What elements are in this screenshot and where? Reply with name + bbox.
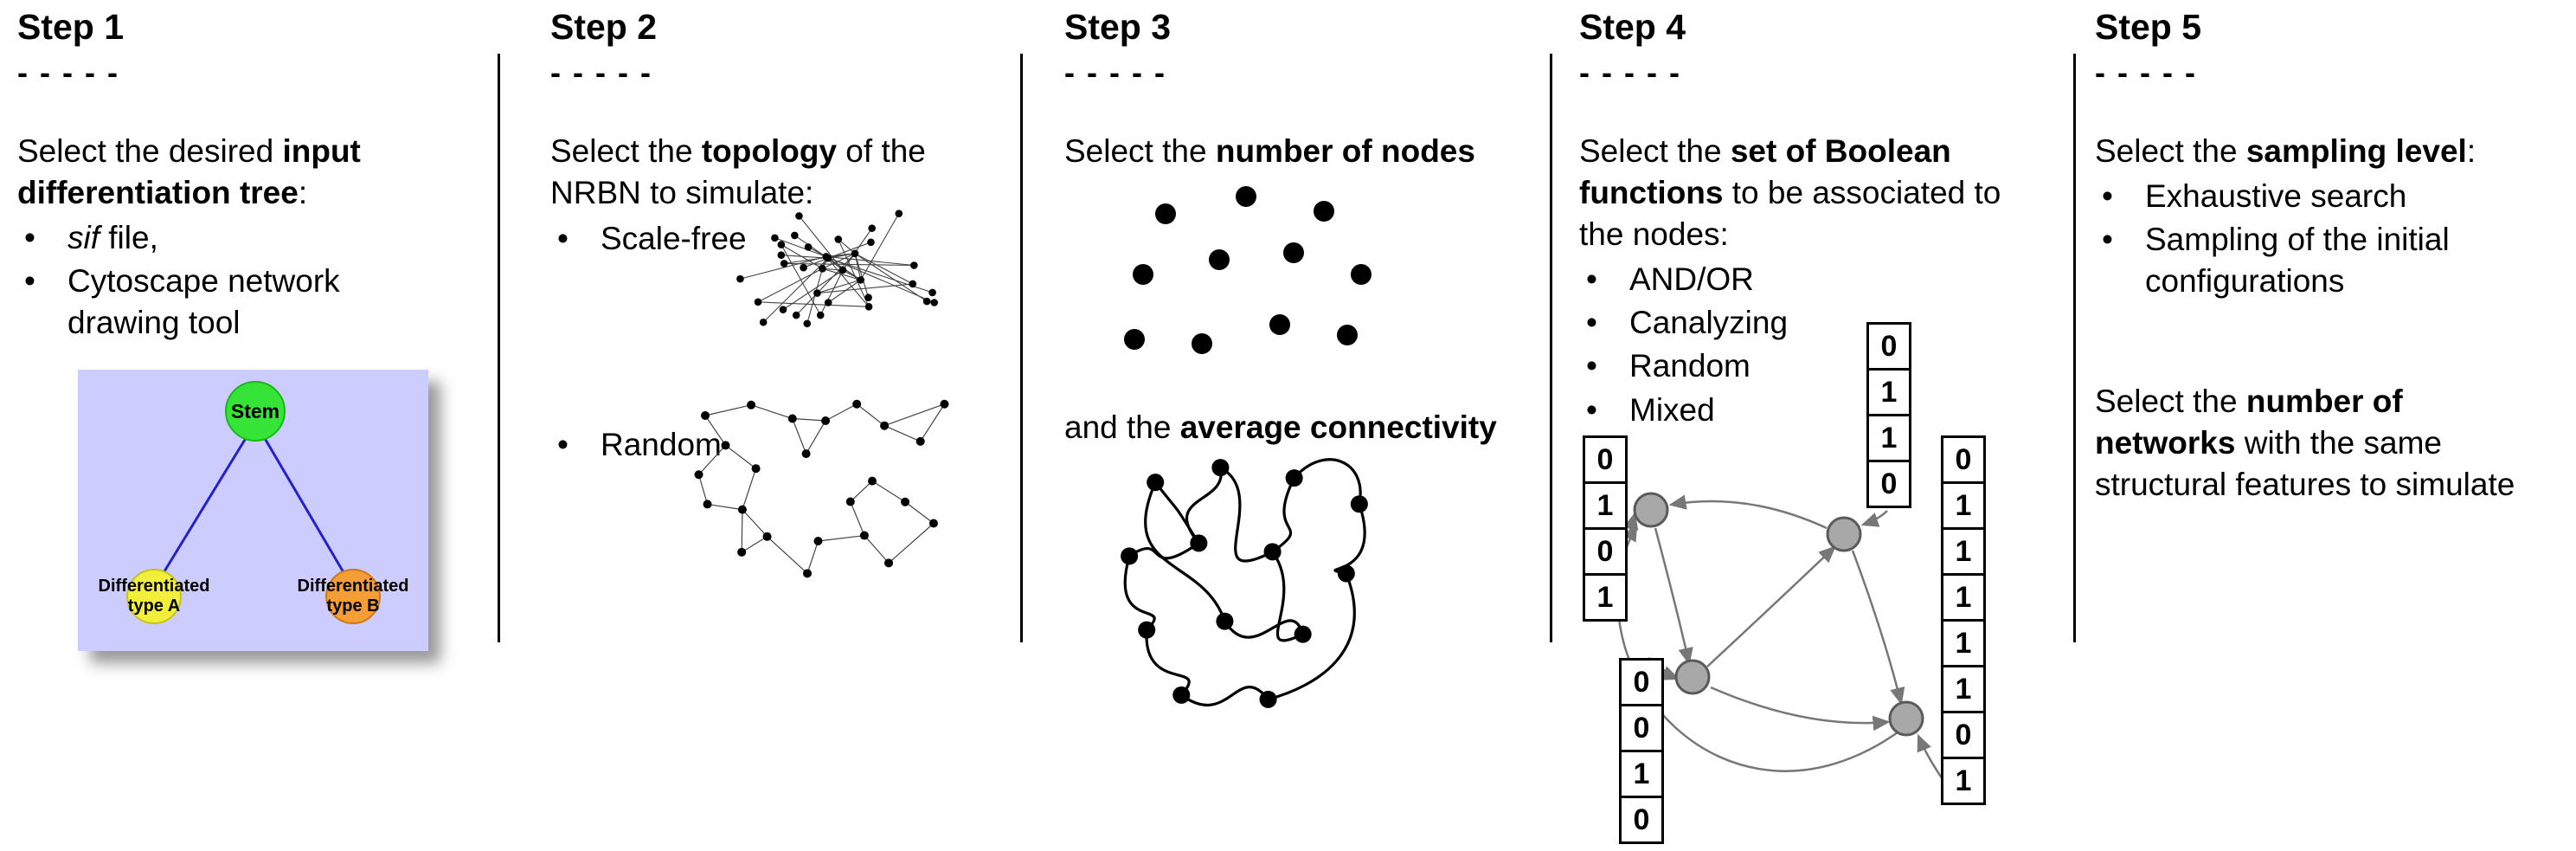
truth-table-cell: 0 [1866, 460, 1911, 508]
step-4-dashes: - - - - - [1579, 55, 1681, 90]
truth-table-cell: 1 [1941, 619, 1986, 667]
differentiation-tree-figure: Stem Differentiated type A Differentiate… [78, 370, 428, 651]
truth-table-cell: 1 [1941, 573, 1986, 622]
column-divider [1550, 54, 1552, 642]
step-1-dashes: - - - - - [17, 55, 119, 90]
tree-edge-left [156, 435, 249, 583]
step-1-heading: Step 1 [17, 7, 125, 47]
type-a-label-1: Differentiated [99, 577, 210, 596]
truth-table-cell: 1 [1583, 481, 1628, 530]
truth-table-cell: 1 [1941, 481, 1986, 530]
step-2-heading: Step 2 [550, 7, 658, 47]
connectivity-network-figure [1121, 458, 1368, 708]
bullet-item-scale-free: • Scale-free [550, 218, 747, 260]
step-3-heading: Step 3 [1064, 7, 1172, 47]
boolean-node-4 [1888, 700, 1924, 737]
boolean-network-arrows [1616, 494, 1944, 780]
boolean-node-1 [1633, 492, 1669, 528]
bullet-item: • Exhaustive search [2095, 176, 2571, 217]
bullet-marker: • [24, 263, 35, 300]
bullet-item: • AND/OR [1579, 259, 2064, 300]
truth-table-cell: 0 [1941, 711, 1986, 759]
bullet-item: • sif file, [17, 217, 389, 259]
random-network-figure [694, 399, 949, 578]
truth-table-cell: 1 [1866, 368, 1911, 416]
truth-table-cell: 1 [1619, 750, 1664, 798]
truth-table-cell: 1 [1941, 527, 1986, 576]
truth-table-cell: 1 [1941, 665, 1986, 713]
bullet-marker: • [1586, 261, 1597, 298]
truth-table-cell: 0 [1583, 435, 1628, 484]
truth-table-cell: 0 [1619, 796, 1664, 844]
step-2-panel: Step 2 - - - - - Select the topology of … [550, 0, 1005, 851]
scale-free-network-figure [736, 210, 939, 328]
truth-table-cell: 1 [1941, 757, 1986, 805]
type-b-label-2: type B [326, 596, 379, 616]
truth-table-cell: 1 [1583, 573, 1628, 622]
connectivity-nodes [1121, 459, 1368, 708]
truth-table-cell: 0 [1583, 527, 1628, 576]
step-4-heading: Step 4 [1579, 7, 1686, 47]
type-b-label-1: Differentiated [298, 577, 409, 596]
step-3-panel: Step 3 - - - - - Select the number of no… [1064, 0, 1536, 851]
step-5-dashes: - - - - - [2095, 55, 2197, 90]
differentiation-tree-svg: Stem Differentiated type A Differentiate… [99, 381, 409, 624]
boolean-node-2 [1826, 516, 1862, 552]
bullet-item-random: • Random [550, 424, 722, 466]
boolean-node-3 [1674, 659, 1711, 695]
column-divider [498, 54, 500, 642]
bullet-marker: • [1586, 348, 1597, 384]
column-divider [1020, 54, 1023, 642]
bullet-marker: • [1586, 305, 1597, 341]
step-1-panel: Step 1 - - - - - Select the desired inpu… [17, 0, 485, 851]
bullet-marker: • [557, 427, 569, 462]
nodes-scatter-figure [1124, 186, 1372, 354]
stem-label: Stem [231, 400, 279, 422]
type-a-node [126, 569, 182, 624]
bullet-item: • Random [1579, 345, 2064, 387]
tree-edge-right [261, 435, 351, 583]
bullet-item: • Canalyzing [1579, 302, 2064, 344]
step-3-intro: Select the number of nodes [1064, 133, 1475, 169]
boolean-network-figure [1616, 492, 1944, 780]
bullet-marker: • [2102, 222, 2113, 258]
type-b-node [325, 569, 381, 624]
step-5-heading: Step 5 [2095, 7, 2202, 47]
truth-table-cell: 0 [1941, 435, 1986, 484]
boolean-network-nodes [1633, 492, 1924, 737]
bullet-marker: • [1586, 391, 1597, 428]
connectivity-edges [1123, 458, 1366, 707]
step-4-panel: Step 4 - - - - - Select the set of Boole… [1579, 0, 2064, 851]
truth-table-cell: 0 [1619, 704, 1664, 752]
column-divider [2073, 54, 2076, 642]
step-4-bullet-list: • AND/OR • Canalyzing • Random • Mixed [1579, 259, 2064, 430]
bullet-marker: • [557, 221, 569, 256]
step-5-panel: Step 5 - - - - - Select the sampling lev… [2095, 0, 2571, 851]
type-a-label-2: type A [128, 596, 180, 616]
step-5-bullet-list: • Exhaustive search • Sampling of the in… [2095, 176, 2571, 302]
step-2-dashes: - - - - - [550, 55, 652, 90]
truth-table-cell: 1 [1866, 414, 1911, 462]
step-5-intro: Select the sampling level: [2095, 133, 2476, 169]
bullet-marker: • [24, 220, 35, 256]
truth-table-cell: 0 [1866, 322, 1911, 371]
truth-table-cell: 0 [1619, 658, 1664, 706]
stem-node [225, 381, 286, 442]
bullet-marker: • [2102, 178, 2113, 215]
step-3-dashes: - - - - - [1064, 55, 1166, 90]
step-3-second-text: and the average connectivity [1064, 409, 1497, 445]
bullet-item: • Mixed [1579, 390, 2064, 431]
